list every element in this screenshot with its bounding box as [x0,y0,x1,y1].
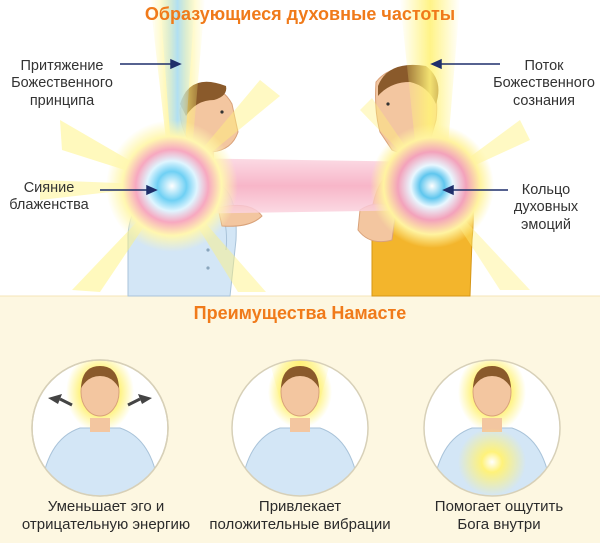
inner-glow-icon [458,428,526,496]
connecting-beam [172,158,432,214]
benefit-caption-3: Помогает ощутить Бога внутри [434,498,564,533]
label-ring: Кольцо духовных эмоций [513,182,579,233]
benefits-title: Преимущества Намасте [193,303,407,323]
top-title: Образующиеся духовные частоты [144,4,456,24]
label-attraction: Притяжение Божественного принципа [11,58,113,109]
benefit-portrait-2 [231,359,369,497]
pointer-arrows [100,58,508,196]
arrows-outward-icon [48,394,152,407]
benefit-portrait-3 [423,359,561,497]
benefit-caption-1: Уменьшает эго и отрицательную энергию [21,498,191,533]
label-radiance: Сияние блаженства [9,180,89,214]
benefit-portrait-1 [31,359,169,497]
bliss-radiance-orb [106,120,238,252]
benefit-caption-2: Привлекает положительные вибрации [209,498,391,533]
spiritual-emotion-orb [370,124,494,248]
label-flow: Поток Божественного сознания [493,58,595,109]
